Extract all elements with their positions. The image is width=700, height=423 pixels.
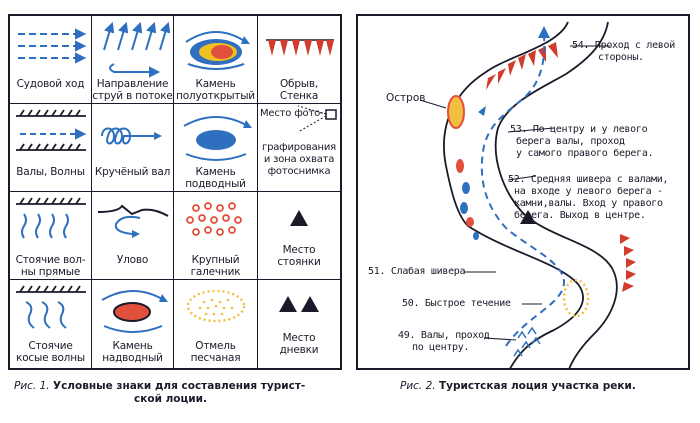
- annotation-53: 53. По центру и у левого берега валы, пр…: [510, 124, 654, 159]
- figure-1-label: Рис. 1.: [14, 380, 50, 392]
- legend-label: Место стоянки: [277, 244, 321, 268]
- legend-cell-stream-direction: Направление струй в потоке: [92, 16, 174, 104]
- straight-standing-waves-icon: [16, 197, 86, 239]
- legend-cell-twisted-wave: Кручёный вал: [92, 104, 174, 192]
- legend-label: Обрыв, Стенка: [279, 78, 319, 102]
- sand-shoal: [562, 278, 590, 318]
- fairway-icon: [18, 28, 87, 64]
- figure-2-caption: Рис. 2. Туристская лоция участка реки.: [400, 380, 636, 393]
- legend-cell-above-water-stone: Камень надводный: [92, 280, 174, 368]
- cliff-icon: [266, 39, 334, 56]
- legend-label: Валы, Волны: [16, 166, 85, 178]
- sand-shoal-icon: [186, 289, 246, 323]
- legend-cell-rest-day: Место дневки: [258, 280, 340, 368]
- legend-label: Стоячие вол- ны прямые: [15, 254, 86, 278]
- camp-triangle-icon: [290, 210, 308, 226]
- camp-triangle-icon: [520, 210, 536, 224]
- fairway-arrow-icon: [538, 26, 550, 38]
- above-water-stone-icon: [101, 290, 168, 333]
- legend-cell-large-pebbles: Крупный галечник: [174, 192, 258, 280]
- figure-1-text: Условные знаки для составления турист-: [52, 380, 306, 392]
- figure-1-caption: Рис. 1. Условные знаки для составления т…: [14, 380, 346, 406]
- legend-label: Стоячие косые волны: [16, 340, 85, 364]
- annotation-49: 49. Валы, проход по центру.: [398, 330, 490, 353]
- figure-2-label: Рис. 2.: [400, 380, 436, 392]
- fairway-line: [480, 35, 566, 347]
- twisted-wave-icon: [101, 127, 162, 145]
- legend-cell-fairway: Судовой ход: [10, 16, 92, 104]
- right-bank: [494, 21, 618, 368]
- stream-direction-icon: [103, 21, 171, 78]
- annotation-54: 54. Проход с левой стороны.: [572, 40, 675, 63]
- legend-cell-oblique-standing-waves: Стоячие косые волны: [10, 280, 92, 368]
- island: [447, 95, 465, 129]
- legend-cell-cliff: Обрыв, Стенка: [258, 16, 340, 104]
- leader-lines: [419, 45, 610, 341]
- river-map-drawing: [419, 21, 636, 368]
- island-label: Остров: [386, 92, 426, 104]
- legend-label: Направление струй в потоке: [92, 78, 173, 102]
- legend-cell-photo-place: Место фото- графирования и зона охвата ф…: [258, 104, 340, 192]
- legend-cell-straight-standing-waves: Стоячие вол- ны прямые: [10, 192, 92, 280]
- waves-49: [513, 326, 541, 357]
- legend-label: Крупный галечник: [190, 254, 241, 278]
- figure-2-text: Туристская лоция участка реки.: [438, 380, 636, 392]
- legend-label: графирования и зона охвата фотоснимка: [262, 142, 336, 177]
- legend-cell-sand-shoal: Отмель песчаная: [174, 280, 258, 368]
- stones: [456, 159, 479, 240]
- legend-label: Место дневки: [279, 332, 319, 356]
- legend-grid: Судовой ход Направление струй в потоке: [8, 14, 342, 370]
- rest-day-triangles-icon: [279, 296, 319, 312]
- annotation-52: 52. Средняя шивера с валами, на входе у …: [508, 174, 669, 221]
- annotation-50: 50. Быстрое течение: [402, 298, 511, 309]
- waves-icon: [16, 109, 87, 151]
- large-pebbles-icon: [186, 202, 242, 236]
- legend-cell-underwater-stone: Камень подводный: [174, 104, 258, 192]
- half-open-stone-icon: [185, 31, 250, 70]
- annotation-51: 51. Слабая шивера: [368, 266, 466, 277]
- camera-icon: [297, 105, 337, 133]
- legend-cell-camp: Место стоянки: [258, 192, 340, 280]
- oblique-standing-waves-icon: [16, 285, 86, 329]
- cliff-marks-right: [620, 234, 636, 292]
- legend-label: Улово: [116, 254, 149, 266]
- legend-label: Отмель песчаная: [190, 340, 241, 364]
- legend-label: Камень подводный: [185, 166, 246, 190]
- legend-label: Место фото-: [260, 108, 324, 119]
- legend-label: Камень полуоткрытый: [176, 78, 255, 102]
- figure-1-text-continued: ской лоции.: [134, 393, 207, 405]
- legend-cell-waves: Валы, Волны: [10, 104, 92, 192]
- river-map: Остров 54. Проход с левой стороны. 53. П…: [356, 14, 690, 370]
- legend-cell-half-open-stone: Камень полуоткрытый: [174, 16, 258, 104]
- eddy-icon: [97, 204, 169, 238]
- legend-label: Судовой ход: [16, 78, 85, 90]
- legend-label: Камень надводный: [102, 340, 163, 364]
- legend-label: Кручёный вал: [94, 166, 171, 178]
- legend-cell-eddy: Улово: [92, 192, 174, 280]
- cliff-marks-top: [486, 42, 558, 90]
- underwater-stone-icon: [183, 116, 252, 161]
